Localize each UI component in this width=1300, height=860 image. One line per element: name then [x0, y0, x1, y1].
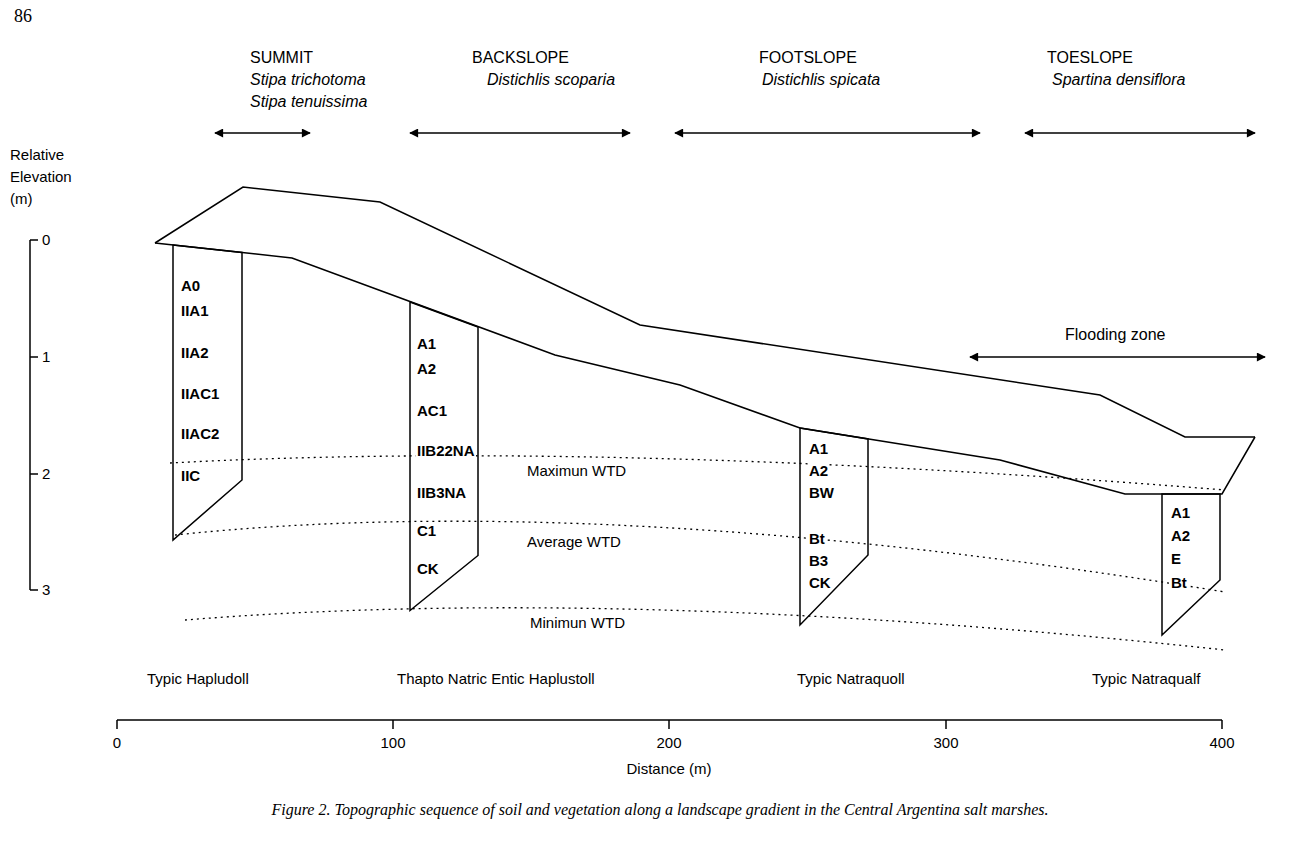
soil-class: Thapto Natric Entic Haplustoll [395, 670, 597, 688]
min-wtd-line [185, 608, 1225, 650]
wtd-label: Maximun WTD [525, 462, 628, 480]
horizon-label: A2 [1170, 527, 1191, 544]
axis-tick [392, 720, 394, 729]
horizon-label: E [1170, 550, 1182, 567]
zone-arrow [1025, 132, 1255, 134]
axis-value: 100 [378, 734, 407, 752]
axis-tick [668, 720, 670, 729]
horizon-label: A1 [1170, 504, 1191, 521]
axis-title: Relative Elevation (m) [8, 144, 84, 210]
horizon-label: A0 [180, 277, 201, 294]
soil-profile: A0IIA1IIA2IIAC1IIAC2IIC [173, 245, 242, 540]
zone-arrow [215, 132, 310, 134]
horizon-label: C1 [416, 522, 437, 539]
horizon-label: B3 [808, 552, 829, 569]
wtd-label: Minimun WTD [528, 614, 627, 632]
soil-surface [155, 243, 1255, 494]
axis-tick [30, 589, 38, 591]
wtd-label: Average WTD [525, 533, 623, 551]
species-name: Distichlis spicata [760, 70, 882, 90]
soil-class: Typic Natraquoll [795, 670, 907, 688]
horizon-label: IIC [180, 467, 201, 484]
profile-shape [800, 428, 868, 625]
horizon-label: IIA1 [180, 302, 210, 319]
species-name: Spartina densiflora [1050, 70, 1187, 90]
soil-profile: A1A2BW BtB3CK [800, 428, 868, 625]
axis-value: 0 [111, 734, 123, 752]
average-wtd-line [175, 521, 1225, 592]
zone-name: SUMMIT [248, 48, 315, 68]
page-number: 86 [12, 6, 34, 26]
horizon-label: A1 [416, 335, 437, 352]
horizon-label: CK [808, 574, 832, 591]
axis-title: Distance (m) [624, 760, 713, 778]
soil-profile: A1A2E Bt [1162, 494, 1220, 635]
horizon-label: AC1 [416, 402, 448, 419]
horizon-label: Bt [808, 530, 826, 547]
horizon-label: A2 [808, 462, 829, 479]
horizon-label: IIB22NA [416, 442, 476, 459]
axis-value: 200 [654, 734, 683, 752]
horizon-label: IIAC1 [180, 385, 220, 402]
axis-value: 3 [40, 581, 52, 599]
soil-profile: A1A2AC1IIB22NA IIB3NA C1CK [410, 302, 478, 611]
zone-name: Flooding zone [1063, 325, 1168, 345]
zone-name: TOESLOPE [1045, 48, 1135, 68]
zone-name: BACKSLOPE [470, 48, 571, 68]
axis-tick [30, 473, 38, 475]
axis-value: 1 [40, 348, 52, 366]
axis-tick [1221, 720, 1223, 729]
axis-value: 300 [931, 734, 960, 752]
figure-caption: Figure 2. Topographic sequence of soil a… [270, 800, 1051, 820]
axis-tick [945, 720, 947, 729]
profile-shape [410, 302, 478, 611]
axis-tick [30, 356, 38, 358]
species-name: Distichlis scoparia [485, 70, 617, 90]
horizon-label: A2 [416, 360, 437, 377]
profile-shape [1162, 494, 1220, 635]
horizon-label: IIAC2 [180, 425, 220, 442]
horizon-label: BW [808, 484, 835, 501]
horizon-label: A1 [808, 440, 829, 457]
profile-shape [173, 245, 242, 540]
axis-value: 0 [40, 231, 52, 249]
zone-name: FOOTSLOPE [757, 48, 859, 68]
flooding-arrow [970, 356, 1265, 358]
axis-value: 400 [1207, 734, 1236, 752]
horizon-label: CK [416, 560, 440, 577]
horizon-label: IIA2 [180, 344, 210, 361]
horizon-label: Bt [1170, 574, 1188, 591]
axis-tick [30, 239, 38, 241]
soil-class: Typic Natraqualf [1090, 670, 1202, 688]
axis-tick [116, 720, 118, 729]
soil-class: Typic Hapludoll [145, 670, 251, 688]
species-name: Stipa trichotoma [248, 70, 368, 90]
ground-surface [155, 187, 1255, 437]
axis-value: 2 [40, 465, 52, 483]
zone-arrow [410, 132, 630, 134]
zone-arrow [675, 132, 980, 134]
profile-outline [800, 428, 868, 625]
elevation-axis [29, 240, 31, 590]
species-name: Stipa tenuissima [248, 92, 369, 112]
max-wtd-line [170, 456, 1225, 490]
horizon-label: IIB3NA [416, 484, 467, 501]
